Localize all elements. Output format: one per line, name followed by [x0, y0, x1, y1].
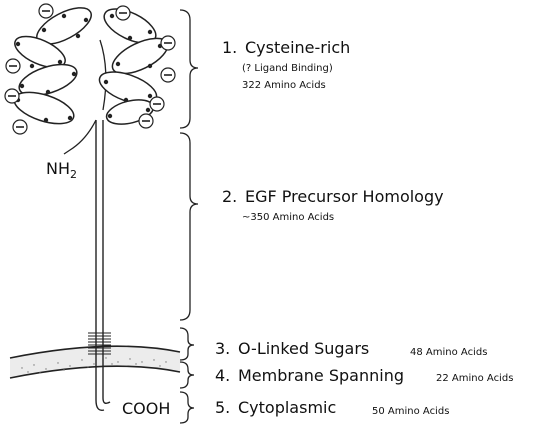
- carboxy-terminus-label: COOH: [122, 399, 170, 418]
- charge-marker: [39, 4, 53, 18]
- domain-3-label: 3. O-Linked Sugars 48 Amino Acids: [215, 339, 487, 358]
- domain-number: 2.: [222, 187, 237, 206]
- domain-length: ~350 Amino Acids: [242, 212, 334, 223]
- charge-marker: [161, 36, 175, 50]
- domain-name: O-Linked Sugars: [238, 339, 369, 358]
- charge-marker: [116, 6, 130, 20]
- domain-1-label: 1. Cysteine-rich (? Ligand Binding) 322 …: [222, 38, 350, 91]
- domain-number: 3.: [215, 339, 230, 358]
- charge-marker: [139, 114, 153, 128]
- charge-marker: [161, 68, 175, 82]
- domain-number: 5.: [215, 398, 230, 417]
- charge-marker: [150, 97, 164, 111]
- brace-cysteine-rich: [180, 10, 198, 128]
- brace-cytoplasmic: [180, 392, 194, 423]
- domain-2-label: 2. EGF Precursor Homology ~350 Amino Aci…: [222, 187, 444, 223]
- domain-name: Cysteine-rich: [245, 38, 350, 57]
- brace-egf-homology: [180, 133, 198, 320]
- brace-membrane-spanning: [180, 362, 194, 388]
- brace-o-linked-sugars: [180, 328, 194, 360]
- domain-4-label: 4. Membrane Spanning 22 Amino Acids: [215, 366, 513, 385]
- domain-5-label: 5. Cytoplasmic 50 Amino Acids: [215, 398, 449, 417]
- charge-marker: [5, 89, 19, 103]
- domain-number: 4.: [215, 366, 230, 385]
- charge-marker: [6, 59, 20, 73]
- domain-note: (? Ligand Binding): [242, 63, 333, 74]
- domain-name: EGF Precursor Homology: [245, 187, 444, 206]
- domain-length: 50 Amino Acids: [372, 406, 449, 417]
- domain-length: 322 Amino Acids: [242, 80, 326, 91]
- charge-marker: [13, 120, 27, 134]
- amino-terminus-label: NH2: [46, 159, 77, 181]
- domain-name: Cytoplasmic: [238, 398, 336, 417]
- domain-name: Membrane Spanning: [238, 366, 404, 385]
- o-linked-sugar-chains: [88, 333, 111, 354]
- domain-length: 22 Amino Acids: [436, 373, 513, 384]
- domain-number: 1.: [222, 38, 237, 57]
- domain-length: 48 Amino Acids: [410, 347, 487, 358]
- domain-braces: [180, 10, 198, 423]
